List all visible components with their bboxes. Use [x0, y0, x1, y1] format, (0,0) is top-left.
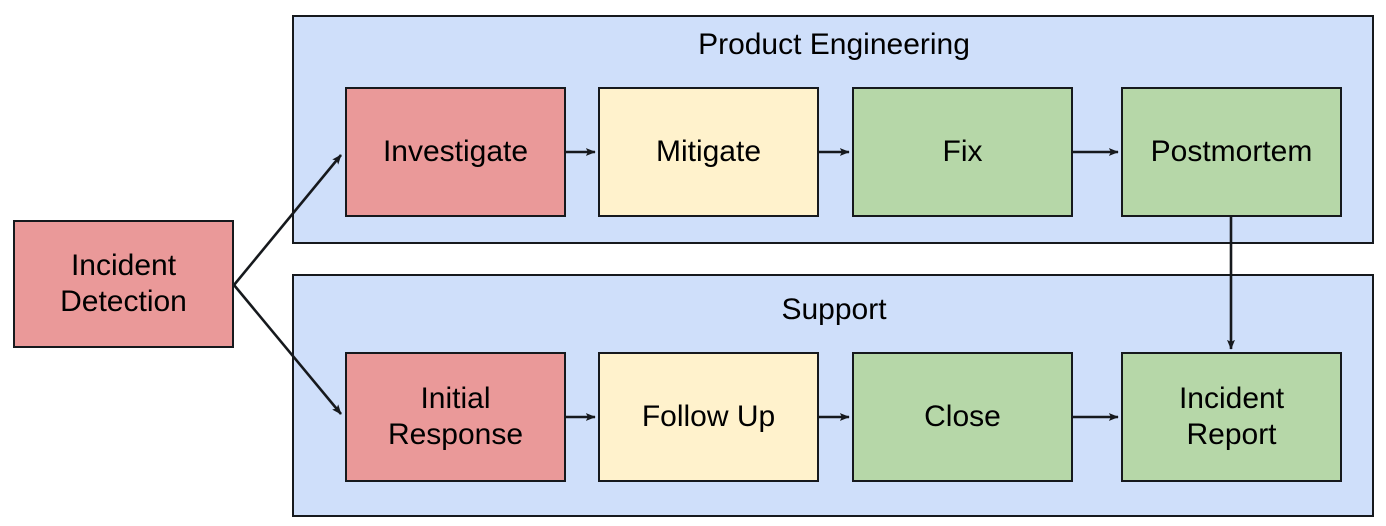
node-label-line2: Report: [1186, 418, 1277, 451]
node-postmortem[interactable]: Postmortem: [1121, 87, 1342, 217]
node-follow-up[interactable]: Follow Up: [598, 352, 819, 482]
node-label-line2: Response: [387, 418, 524, 451]
edge-detection-to-initial-response: [232, 284, 343, 415]
swimlane-title-product-engineering: Product Engineering: [698, 28, 970, 61]
node-label-postmortem: Postmortem: [1150, 135, 1313, 168]
node-label-line1: Initial: [420, 382, 491, 415]
node-label-line2: Detection: [60, 285, 187, 318]
node-incident-detection[interactable]: Incident Detection: [13, 220, 234, 348]
node-close[interactable]: Close: [852, 352, 1073, 482]
swimlane-title-support: Support: [781, 293, 887, 326]
node-incident-report[interactable]: Incident Report: [1121, 352, 1342, 482]
node-label-mitigate: Mitigate: [655, 135, 762, 168]
node-label-line1: Incident: [70, 249, 177, 282]
node-label-follow-up: Follow Up: [641, 400, 776, 433]
node-label-line1: Incident: [1178, 382, 1285, 415]
node-fix[interactable]: Fix: [852, 87, 1073, 217]
node-investigate[interactable]: Investigate: [345, 87, 566, 217]
node-mitigate[interactable]: Mitigate: [598, 87, 819, 217]
node-label-fix: Fix: [942, 135, 983, 168]
node-label-investigate: Investigate: [382, 135, 529, 168]
node-label-close: Close: [924, 400, 1001, 433]
node-initial-response[interactable]: Initial Response: [345, 352, 566, 482]
edge-detection-to-investigate: [232, 154, 343, 286]
